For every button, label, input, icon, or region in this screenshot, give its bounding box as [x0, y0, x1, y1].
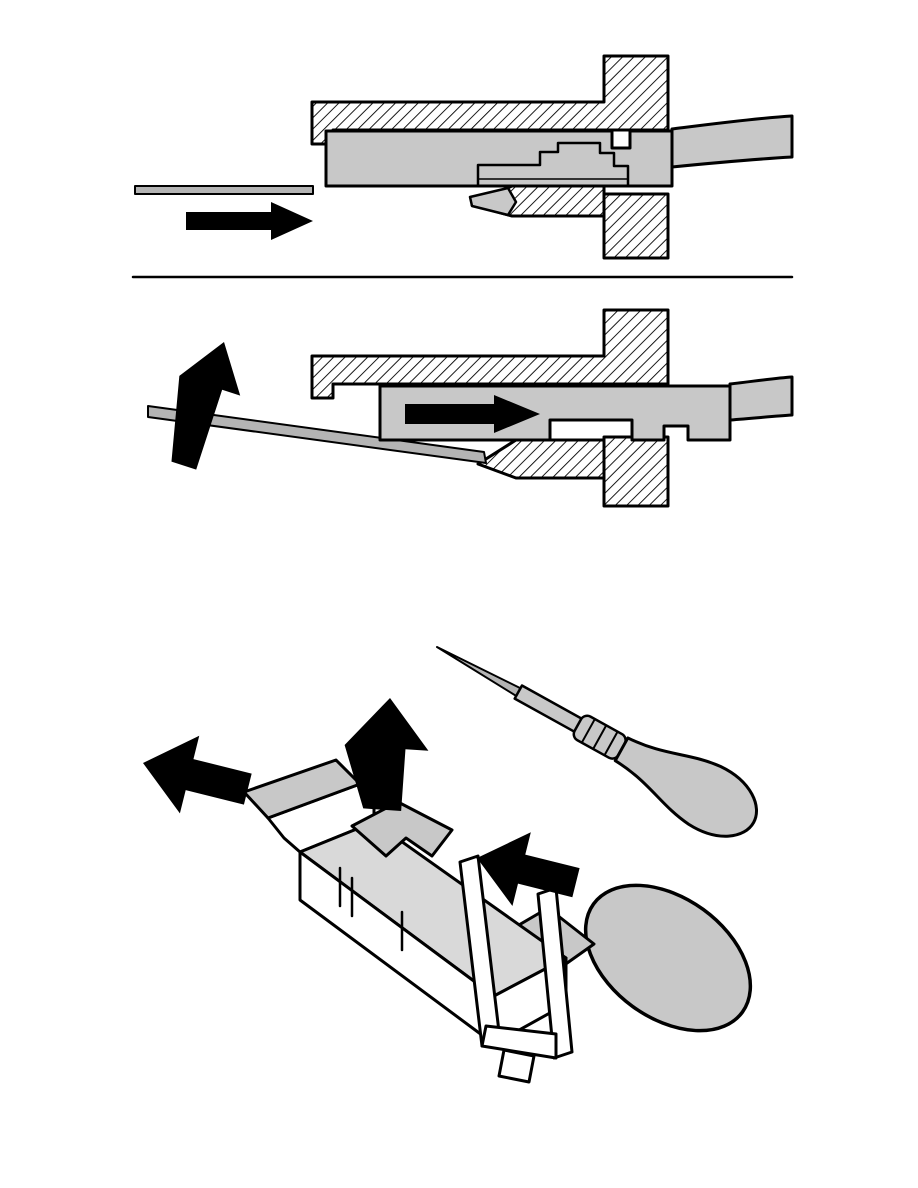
- release-tool-blade: [134, 185, 314, 195]
- wire-boot: [583, 883, 753, 1033]
- panel-perspective-removal: [143, 646, 758, 1084]
- left-arrow-icon: [143, 735, 252, 814]
- release-tool-blade-tilted: [147, 405, 487, 464]
- screwdriver-collar-ridges: [580, 718, 619, 757]
- screwdriver-icon: [436, 646, 758, 838]
- terminal-front-lip: [468, 186, 518, 217]
- up-arrow-icon: [171, 342, 241, 470]
- screwdriver-blade: [436, 646, 524, 698]
- terminal-body: [378, 384, 732, 442]
- terminal-facet-lines: [338, 866, 404, 952]
- housing-lower-hatched: [476, 435, 670, 508]
- screwdriver-shaft: [513, 684, 585, 734]
- up-arrow-icon: [344, 698, 429, 812]
- housing-upper-hatched: [310, 308, 670, 400]
- terminal-lock-step: [476, 141, 630, 188]
- right-arrow-icon: [186, 202, 313, 240]
- panel-cross-section-release: [147, 308, 794, 508]
- wire: [728, 375, 794, 422]
- screwdriver-handle: [613, 736, 758, 838]
- housing-frame-foot: [497, 1048, 536, 1084]
- right-arrow-icon: [405, 395, 540, 433]
- left-arrow-icon: [477, 832, 580, 906]
- terminal-body: [324, 129, 674, 188]
- wire: [670, 114, 794, 169]
- panel-cross-section-insertion: [134, 54, 794, 260]
